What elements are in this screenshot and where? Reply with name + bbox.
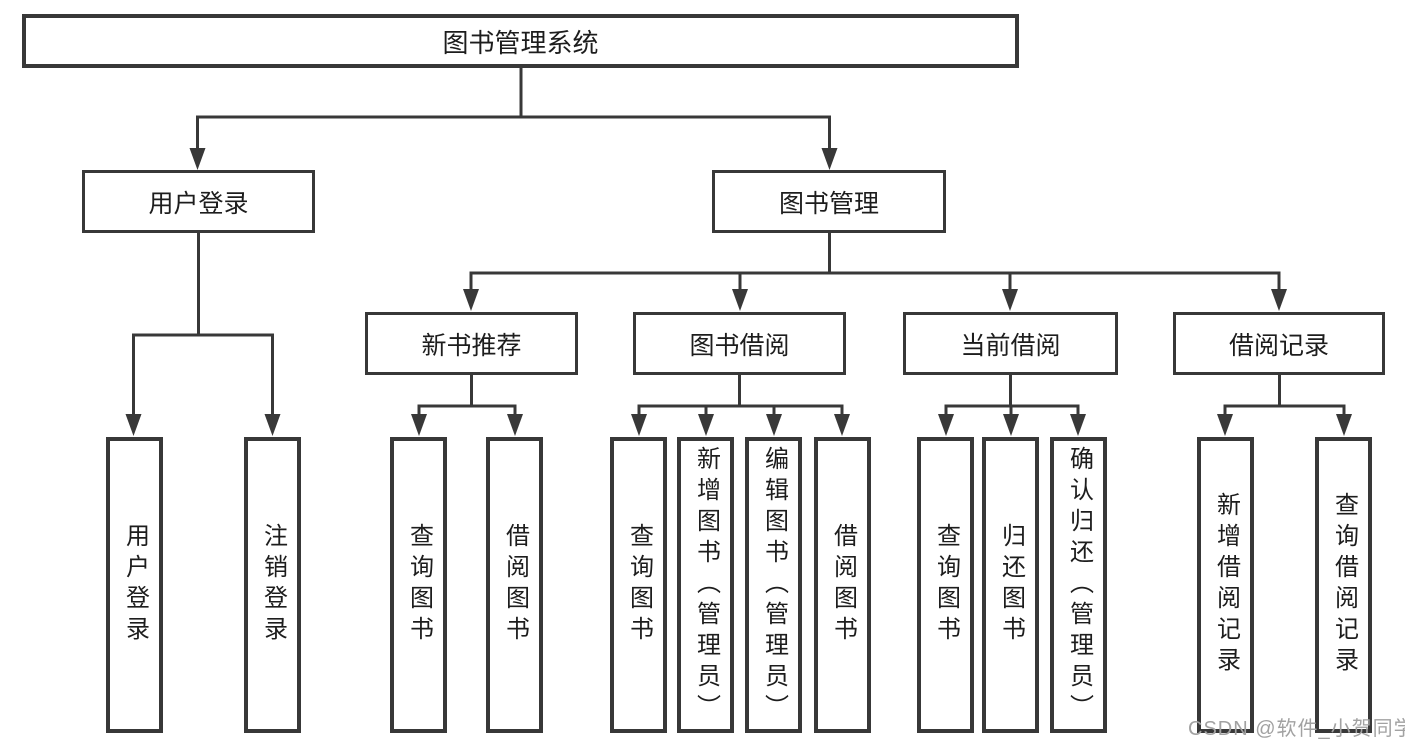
arrowheads xyxy=(125,148,1352,436)
leaf-borrow-books: 借阅图书 xyxy=(814,437,871,733)
node-label: 图书管理系统 xyxy=(442,27,599,58)
node-label: 查询图书 xyxy=(625,523,653,647)
leaf-query-borrow-record: 查询借阅记录 xyxy=(1315,437,1372,733)
node-label: 新增借阅记录 xyxy=(1212,492,1240,678)
tree-edges xyxy=(132,68,1346,416)
node-book-borrowing: 图书借阅 xyxy=(633,312,846,375)
node-label: 当前借阅 xyxy=(960,331,1061,360)
node-label: 借阅图书 xyxy=(501,523,529,647)
node-label: 归还图书 xyxy=(997,523,1025,647)
node-label: 借阅记录 xyxy=(1228,331,1329,360)
node-label: 查询图书 xyxy=(405,523,433,647)
leaf-query-books-borrow: 查询图书 xyxy=(610,437,667,733)
node-label: 借阅图书 xyxy=(829,523,857,647)
node-current-borrowing: 当前借阅 xyxy=(903,312,1118,375)
node-label: 新书推荐 xyxy=(421,331,522,360)
leaf-add-books-admin: 新增图书（管理员） xyxy=(677,437,734,733)
leaf-user-login: 用户登录 xyxy=(106,437,163,733)
leaf-borrow-books-recommend: 借阅图书 xyxy=(486,437,543,733)
leaf-confirm-return-admin: 确认归还（管理员） xyxy=(1050,437,1107,733)
node-label: 新增图书（管理员） xyxy=(692,445,720,725)
node-label: 图书借阅 xyxy=(689,331,790,360)
node-label: 查询借阅记录 xyxy=(1330,492,1358,678)
node-user-login: 用户登录 xyxy=(82,170,315,233)
leaf-edit-books-admin: 编辑图书（管理员） xyxy=(745,437,802,733)
leaf-query-books-recommend: 查询图书 xyxy=(390,437,447,733)
leaf-logout: 注销登录 xyxy=(244,437,301,733)
node-label: 编辑图书（管理员） xyxy=(760,445,788,725)
node-label: 确认归还（管理员） xyxy=(1065,445,1093,725)
node-label: 用户登录 xyxy=(148,189,249,218)
leaf-query-books-current: 查询图书 xyxy=(917,437,974,733)
leaf-add-borrow-record: 新增借阅记录 xyxy=(1197,437,1254,733)
node-borrowing-records: 借阅记录 xyxy=(1173,312,1385,375)
node-label: 图书管理 xyxy=(778,189,879,218)
node-library-management-system: 图书管理系统 xyxy=(22,14,1019,68)
leaf-return-books: 归还图书 xyxy=(982,437,1039,733)
node-new-book-recommendation: 新书推荐 xyxy=(365,312,578,375)
node-book-management: 图书管理 xyxy=(712,170,946,233)
node-label: 用户登录 xyxy=(121,523,149,647)
node-label: 查询图书 xyxy=(932,523,960,647)
csdn-watermark: CSDN @软件_小贺同学 xyxy=(1188,718,1405,740)
node-label: 注销登录 xyxy=(259,523,287,647)
